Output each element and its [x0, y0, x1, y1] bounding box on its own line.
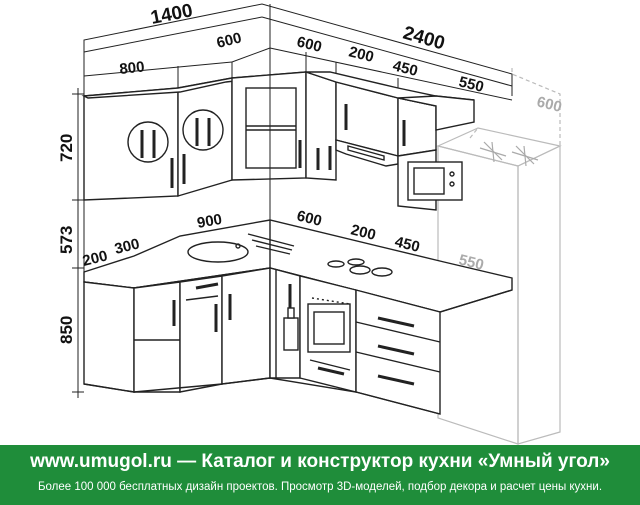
dim-height-gap: 573	[57, 226, 76, 254]
dim-counter-left-3: 900	[196, 211, 224, 232]
lower-cabinets	[83, 267, 441, 415]
dim-counter-right-1: 600	[295, 207, 323, 230]
kitchen-drawing: 1400 2400 800 600 600 200 450 550 600 72…	[57, 0, 563, 445]
dim-counter-left-1: 200	[81, 247, 109, 270]
upper-cabinets	[81, 71, 475, 211]
dim-upper-right-1: 600	[295, 33, 323, 56]
dim-counter-right-4: 550	[457, 251, 485, 274]
dim-counter-right-3: 450	[393, 233, 421, 256]
dim-upper-right-4: 550	[457, 73, 485, 96]
top-dimension-lines	[83, 3, 513, 101]
lower-handles	[172, 282, 415, 386]
wall-lines	[83, 4, 271, 272]
left-dimension-lines	[72, 88, 84, 398]
upper-handles	[170, 104, 406, 188]
dim-upper-left-2: 600	[215, 29, 243, 52]
cutlery-icon-2	[182, 109, 224, 151]
dim-upper-right-3: 450	[391, 57, 419, 80]
dimension-labels: 1400 2400 800 600 600 200 450 550 600 72…	[57, 0, 563, 344]
snowflake-icon	[479, 141, 539, 167]
dim-upper-left-1: 800	[119, 58, 146, 78]
dim-fridge: 600	[535, 93, 563, 116]
dim-counter-right-2: 200	[349, 221, 377, 244]
dim-top-left-total: 1400	[149, 0, 195, 29]
hob	[327, 258, 393, 277]
dim-upper-right-2: 200	[347, 43, 375, 66]
sink	[187, 233, 295, 263]
dim-height-upper: 720	[57, 134, 76, 162]
dim-height-lower: 850	[57, 316, 76, 344]
footer-title[interactable]: www.umugol.ru — Каталог и конструктор ку…	[30, 451, 610, 472]
dim-counter-left-2: 300	[113, 235, 141, 258]
footer-banner: www.umugol.ru — Каталог и конструктор ку…	[0, 445, 640, 505]
footer-subtitle: Более 100 000 бесплатных дизайн проектов…	[37, 481, 603, 493]
cutlery-icon-1	[127, 121, 169, 163]
